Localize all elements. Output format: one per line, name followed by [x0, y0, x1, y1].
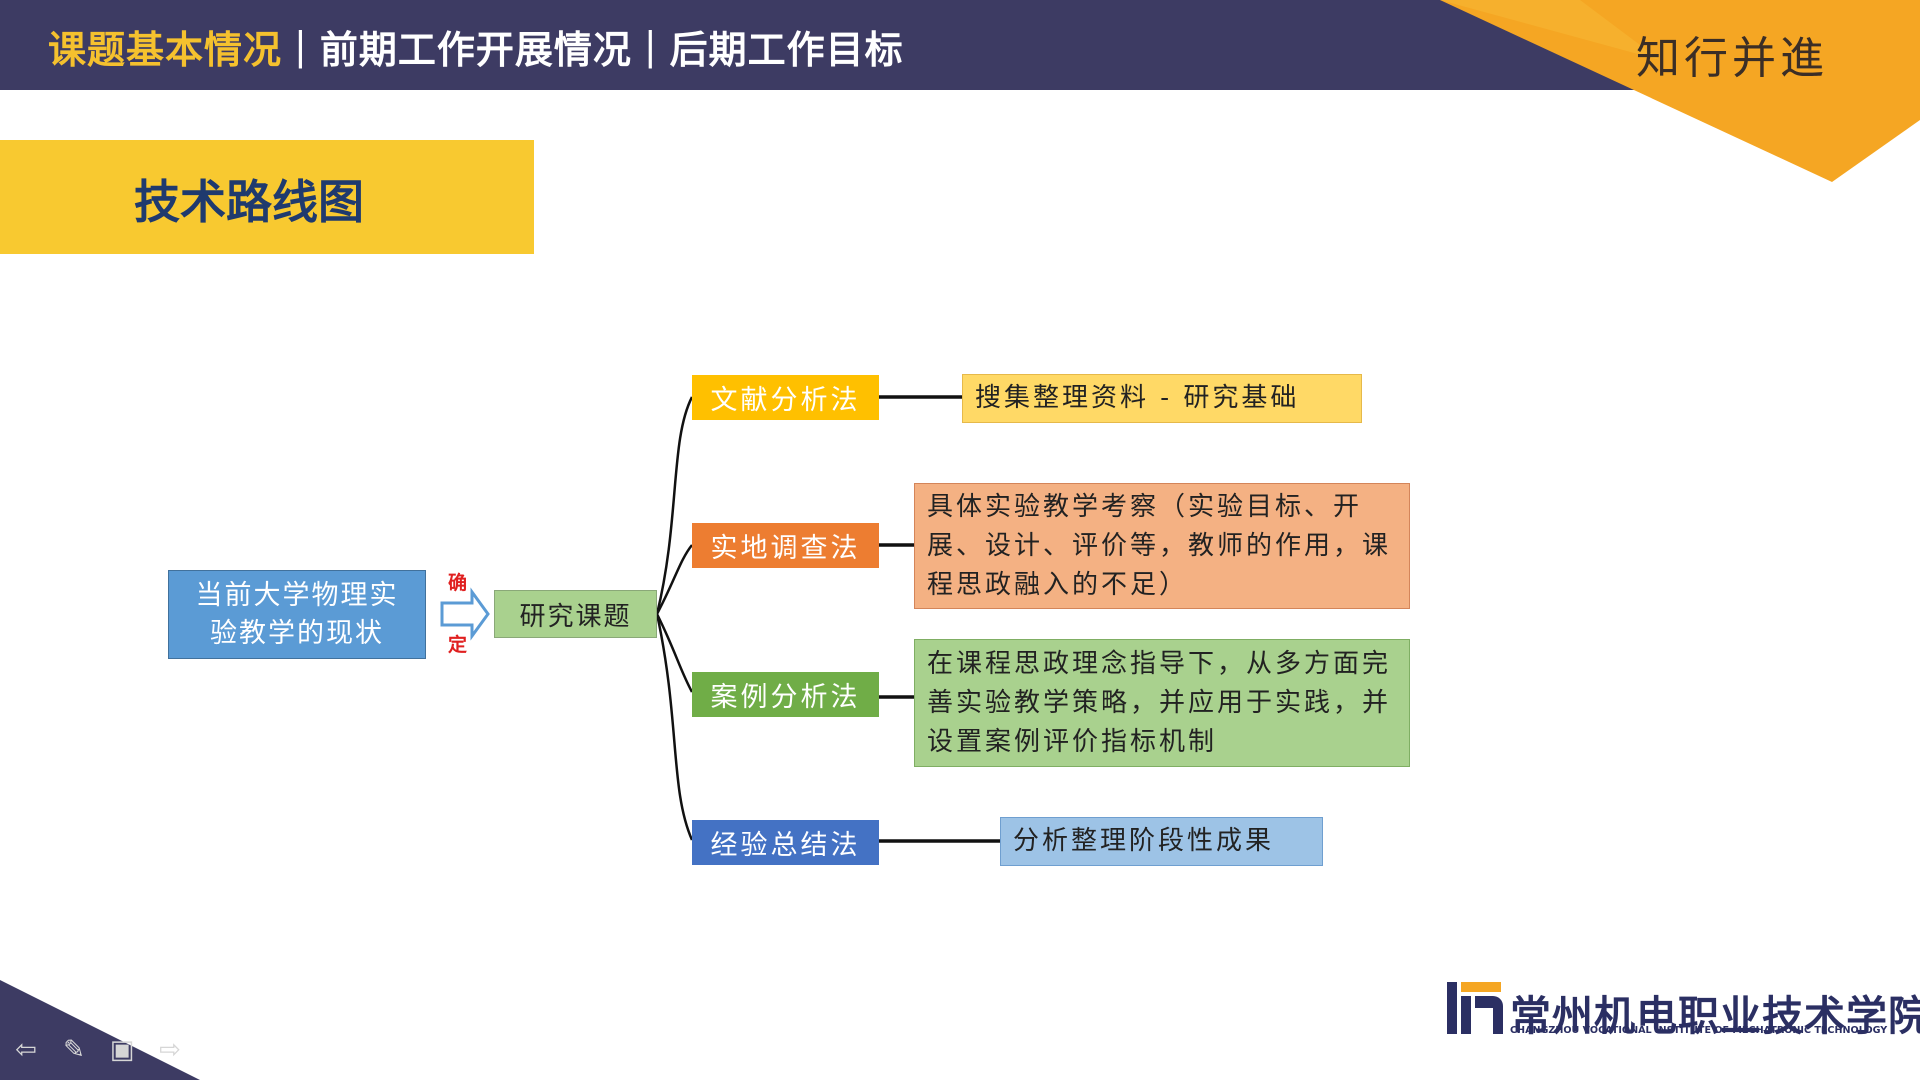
pen-icon[interactable]: ✎: [63, 1035, 85, 1065]
tab-separator: |: [294, 24, 308, 68]
source-box: 当前大学物理实验教学的现状: [168, 570, 426, 659]
method-label: 文献分析法: [710, 385, 861, 416]
back-arrow-icon[interactable]: ⇦: [15, 1035, 37, 1065]
branch-line-3: [655, 613, 694, 693]
school-logo-icon: [1447, 982, 1503, 1034]
description-box-case-analysis: 在课程思政理念指导下，从多方面完善实验教学策略，并应用于实践，并设置案例评价指标…: [914, 639, 1410, 767]
slide-nav-controls: ⇦ ✎ ▣ ⇨: [10, 1036, 186, 1064]
arrow-label-bottom: 定: [448, 634, 468, 656]
forward-arrow-icon[interactable]: ⇨: [159, 1035, 181, 1065]
section-title-banner: [0, 140, 534, 254]
branch-line-2: [655, 544, 693, 615]
corner-decoration: [1440, 0, 1920, 182]
tab-separator: |: [643, 24, 658, 68]
method-box-literature: 文献分析法: [692, 375, 879, 420]
description-text: 具体实验教学考察（实验目标、开展、设计、评价等，教师的作用，课程思政融入的不足）: [927, 491, 1392, 600]
description-text: 搜集整理资料 - 研究基础: [975, 383, 1300, 413]
description-box-literature: 搜集整理资料 - 研究基础: [962, 374, 1362, 423]
method-label: 案例分析法: [710, 682, 861, 713]
tab-basic-info[interactable]: 课题基本情况: [48, 27, 283, 72]
description-box-experience: 分析整理阶段性成果: [1000, 817, 1323, 866]
source-text: 当前大学物理实验教学的现状: [195, 579, 399, 649]
description-text: 分析整理阶段性成果: [1013, 826, 1275, 856]
brand-motto: 知行并進: [1636, 33, 1828, 84]
school-name-english: CHANGZHOU VOCATIONAL INSTITUTE OF MECHAT…: [1510, 1025, 1888, 1036]
method-label: 实地调查法: [710, 533, 861, 564]
branch-line-1: [655, 396, 694, 615]
branch-line-4: [655, 613, 694, 841]
school-name: 常州机电职业技术学院: [1510, 992, 1920, 1040]
method-label: 经验总结法: [710, 830, 861, 861]
tab-future-goals[interactable]: 后期工作目标: [669, 27, 904, 72]
topic-text: 研究课题: [519, 601, 632, 632]
topic-box: 研究课题: [494, 590, 657, 638]
method-box-field-survey: 实地调查法: [692, 523, 879, 568]
section-title: 技术路线图: [134, 175, 364, 229]
header-tabs: 课题基本情况 | 前期工作开展情况 | 后期工作目标: [48, 18, 904, 74]
description-box-field-survey: 具体实验教学考察（实验目标、开展、设计、评价等，教师的作用，课程思政融入的不足）: [914, 483, 1410, 609]
method-box-case-analysis: 案例分析法: [692, 672, 879, 717]
tab-previous-work[interactable]: 前期工作开展情况: [319, 27, 632, 72]
description-text: 在课程思政理念指导下，从多方面完善实验教学策略，并应用于实践，并设置案例评价指标…: [927, 648, 1392, 757]
corner-decoration-bottom: [0, 980, 200, 1080]
arrow-label-top: 确: [448, 572, 468, 594]
method-box-experience: 经验总结法: [692, 820, 879, 865]
screen-icon[interactable]: ▣: [109, 1035, 135, 1065]
determine-arrow: [440, 587, 490, 641]
